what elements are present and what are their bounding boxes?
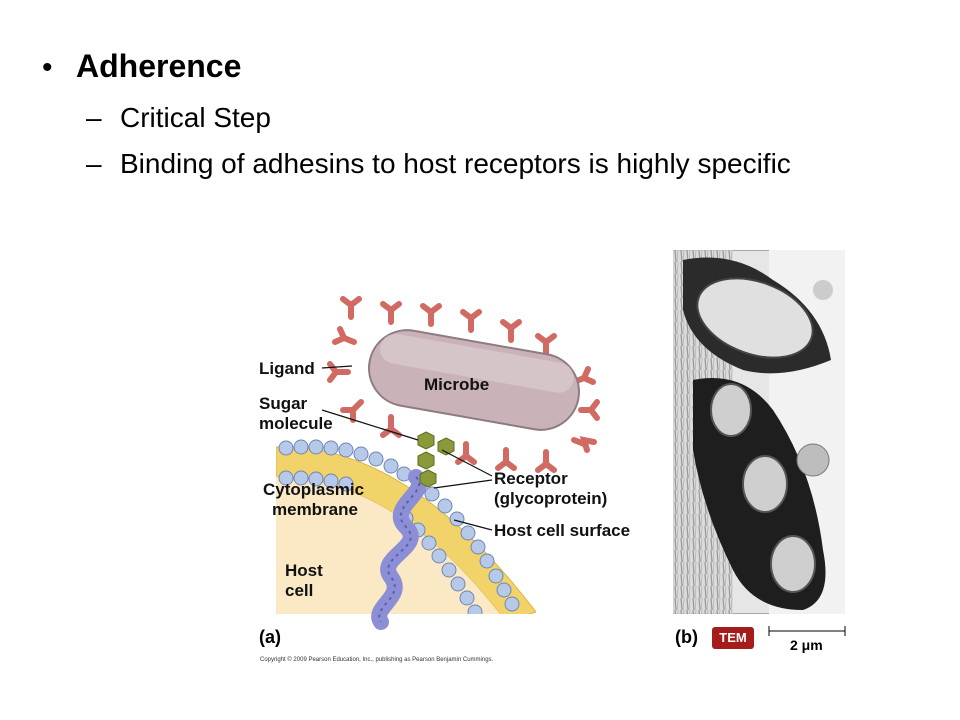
label-microbe: Microbe: [424, 375, 490, 394]
scale-bar: [768, 626, 846, 636]
panel-label-b: (b): [675, 627, 698, 647]
adherence-diagram: [276, 296, 600, 630]
membrane-beads-outer: [278, 439, 520, 612]
label-cytoplasmic-2: membrane: [272, 500, 358, 519]
label-sugar-2: molecule: [259, 414, 333, 433]
bullet-dot: •: [42, 51, 53, 84]
label-sugar-1: Sugar: [259, 394, 308, 413]
copyright-notice: Copyright © 2009 Pearson Education, Inc.…: [260, 657, 494, 663]
host-cell-interior: [276, 477, 500, 614]
bullet-heading-row: • Adherence: [42, 48, 241, 85]
label-host-1: Host: [285, 561, 323, 580]
sugar-molecules: [417, 431, 455, 488]
panel-label-a: (a): [259, 627, 281, 647]
scale-label: 2 μm: [790, 637, 823, 653]
sub-bullet-binding: – Binding of adhesins to host receptors …: [86, 148, 791, 180]
label-receptor-2: (glycoprotein): [494, 489, 608, 508]
label-cytoplasmic-1: Cytoplasmic: [263, 480, 365, 499]
label-host-surface: Host cell surface: [494, 521, 631, 540]
sub-bullet-critical-step: – Critical Step: [86, 102, 271, 134]
tem-micrograph: [673, 250, 845, 614]
sub-bullet-text: Critical Step: [120, 102, 271, 133]
dash: –: [86, 102, 102, 133]
dash: –: [86, 148, 102, 179]
label-ligand: Ligand: [259, 359, 315, 378]
sub-bullet-text: Binding of adhesins to host receptors is…: [120, 148, 791, 179]
slide-heading: Adherence: [76, 48, 242, 84]
label-receptor-1: Receptor: [494, 469, 568, 488]
tem-badge: TEM: [712, 627, 754, 649]
label-host-2: cell: [285, 581, 314, 600]
